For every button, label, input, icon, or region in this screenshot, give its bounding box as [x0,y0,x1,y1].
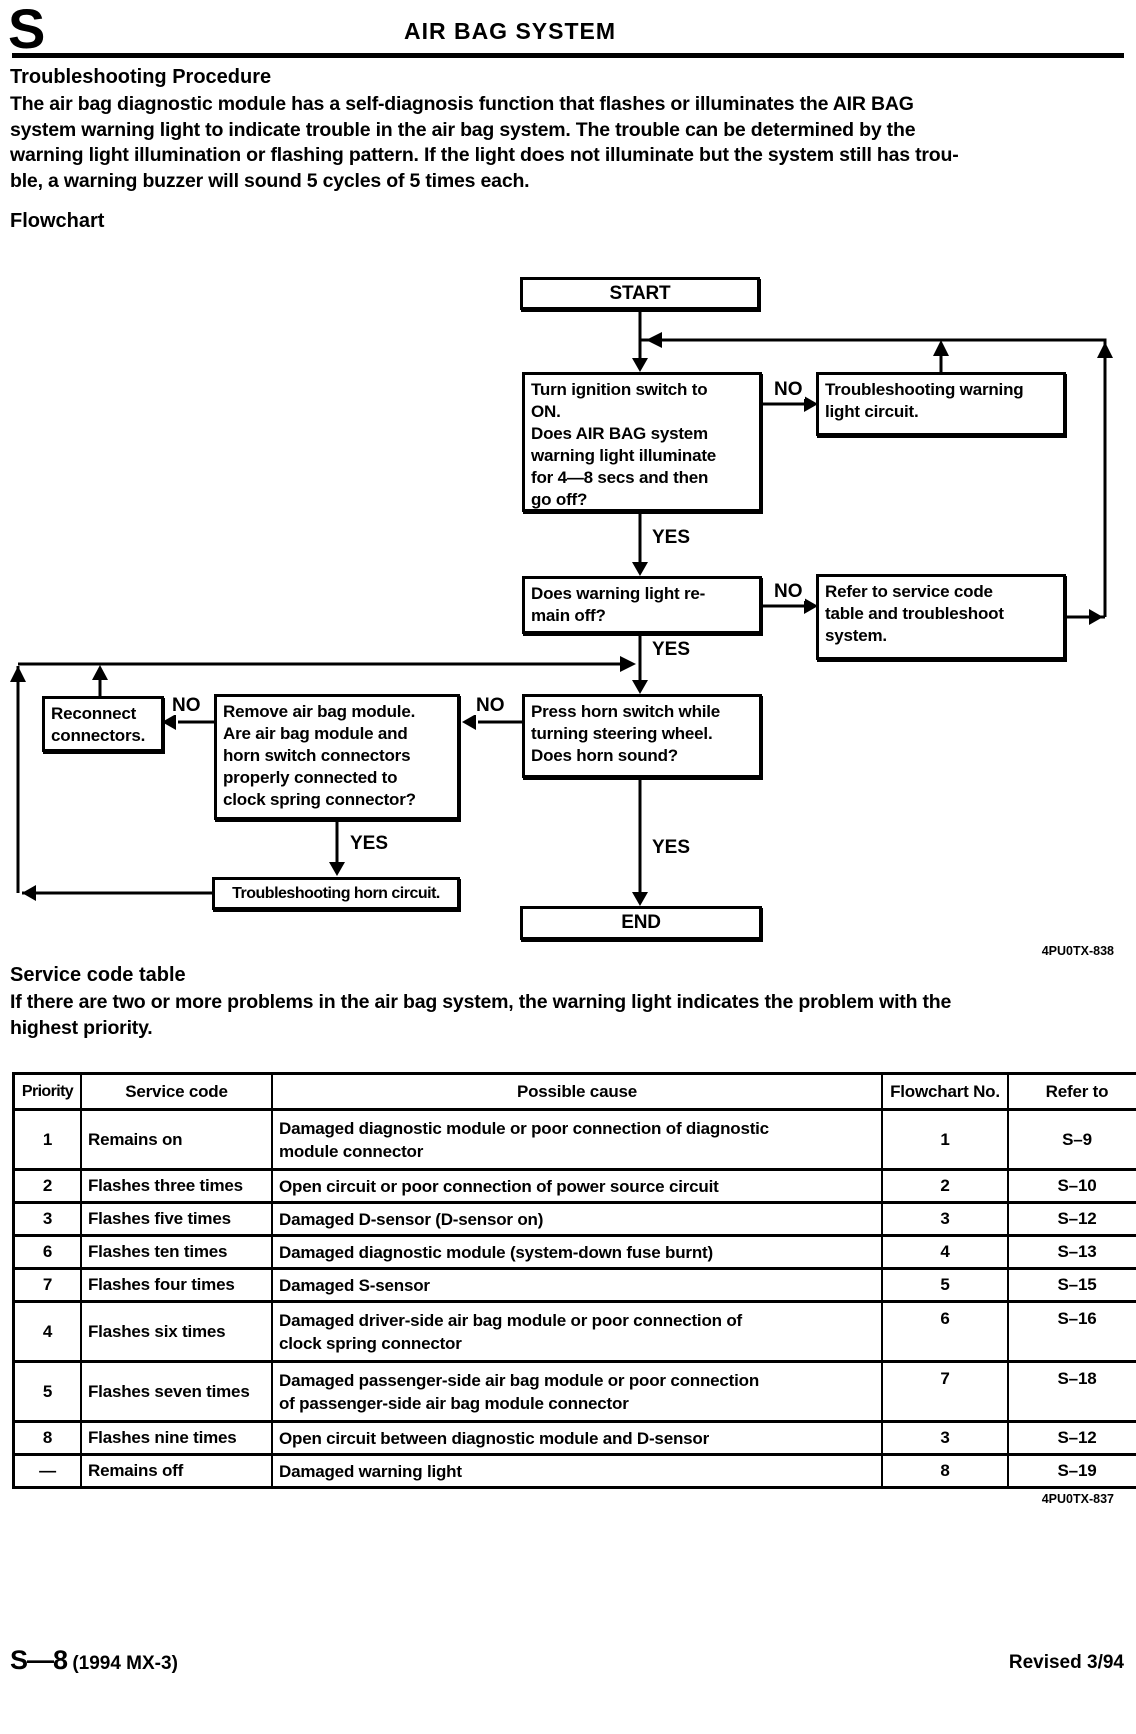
cell-priority: 8 [12,1420,82,1456]
table-figure-code: 4PU0TX-837 [1041,1492,1114,1506]
cell-service-code: Remains off [80,1453,273,1489]
column-header-service-code: Service code [80,1072,273,1111]
flowchart-node-ignition-question: Turn ignition switch to ON. Does AIR BAG… [522,372,762,512]
table-row: 5 Flashes seven times Damaged passenger-… [12,1360,1136,1423]
cell-service-code: Flashes three times [80,1168,273,1204]
flowchart-node-start: START [520,277,760,310]
cell-refer-to: S–15 [1007,1267,1136,1303]
flowchart-label-no-4: NO [170,695,203,716]
column-header-flowchart-no: Flowchart No. [881,1072,1009,1111]
cell-flowchart-no: 5 [881,1267,1009,1303]
cell-priority: 3 [12,1201,82,1237]
service-code-table: Priority Service code Possible cause Flo… [12,1072,1136,1489]
cell-refer-to: S–10 [1007,1168,1136,1204]
troubleshooting-body: The air bag diagnostic module has a self… [10,93,959,192]
column-header-possible-cause: Possible cause [271,1072,883,1111]
cell-priority: — [12,1453,82,1489]
cell-priority: 1 [12,1108,82,1171]
cell-service-code: Remains on [80,1108,273,1171]
cell-flowchart-no: 7 [881,1360,1009,1423]
flowchart-node-reconnect: Reconnect connectors. [42,696,164,752]
table-row: 4 Flashes six times Damaged driver-side … [12,1300,1136,1363]
flowchart-label-yes-1: YES [650,527,693,548]
cell-priority: 5 [12,1360,82,1423]
footer-model: (1994 MX-3) [72,1653,178,1674]
cell-possible-cause: Damaged warning light [271,1453,883,1489]
cell-possible-cause: Open circuit between diagnostic module a… [271,1420,883,1456]
cell-possible-cause: Damaged diagnostic module (system-down f… [271,1234,883,1270]
cell-flowchart-no: 4 [881,1234,1009,1270]
table-row: 6 Flashes ten times Damaged diagnostic m… [12,1234,1136,1270]
cell-possible-cause: Damaged driver-side air bag module or po… [271,1300,883,1363]
flowchart-node-warning-light-circuit: Troubleshooting warning light circuit. [816,372,1066,436]
flowchart-label-yes-2: YES [650,639,693,660]
cell-refer-to: S–12 [1007,1420,1136,1456]
cell-refer-to: S–16 [1007,1300,1136,1363]
column-header-refer-to: Refer to [1007,1072,1136,1111]
page-title: AIR BAG SYSTEM [403,18,617,44]
cell-refer-to: S–18 [1007,1360,1136,1423]
table-row: 8 Flashes nine times Open circuit betwee… [12,1420,1136,1456]
flowchart-node-horn-question: Press horn switch while turning steering… [522,694,762,778]
cell-flowchart-no: 6 [881,1300,1009,1363]
flowchart-label-yes-4: YES [348,833,391,854]
cell-priority: 6 [12,1234,82,1270]
flowchart-node-end: END [520,906,762,940]
section-letter: S [8,0,45,60]
table-row: 7 Flashes four times Damaged S-sensor 5 … [12,1267,1136,1303]
flowchart-connectors [10,310,1113,906]
service-code-table-intro: If there are two or more problems in the… [10,991,952,1039]
flowchart-figure-code: 4PU0TX-838 [1041,944,1114,958]
flowchart-node-refer-service-code: Refer to service code table and troubles… [816,574,1066,660]
cell-flowchart-no: 2 [881,1168,1009,1204]
cell-priority: 4 [12,1300,82,1363]
table-row: 2 Flashes three times Open circuit or po… [12,1168,1136,1204]
flowchart-heading: Flowchart [10,210,105,232]
cell-priority: 2 [12,1168,82,1204]
cell-priority: 7 [12,1267,82,1303]
cell-service-code: Flashes seven times [80,1360,273,1423]
cell-refer-to: S–19 [1007,1453,1136,1489]
flowchart-node-remain-off-question: Does warning light re- main off? [522,576,762,634]
troubleshooting-heading: Troubleshooting Procedure [10,66,272,88]
flowchart-node-horn-circuit: Troubleshooting horn circuit. [212,877,460,910]
cell-service-code: Flashes nine times [80,1420,273,1456]
service-code-table-heading: Service code table [10,964,186,986]
cell-possible-cause: Damaged passenger-side air bag module or… [271,1360,883,1423]
cell-service-code: Flashes five times [80,1201,273,1237]
footer-page-number: S—8 (1994 MX-3) [10,1645,178,1676]
flowchart-label-no-2: NO [772,581,805,602]
table-header-row: Priority Service code Possible cause Flo… [12,1072,1136,1111]
cell-service-code: Flashes six times [80,1300,273,1363]
connector-lines [16,310,1107,895]
cell-possible-cause: Open circuit or poor connection of power… [271,1168,883,1204]
cell-possible-cause: Damaged D-sensor (D-sensor on) [271,1201,883,1237]
cell-flowchart-no: 3 [881,1201,1009,1237]
cell-possible-cause: Damaged diagnostic module or poor connec… [271,1108,883,1171]
cell-flowchart-no: 3 [881,1420,1009,1456]
cell-service-code: Flashes ten times [80,1234,273,1270]
flowchart-label-no-3: NO [474,695,507,716]
flowchart-label-no-1: NO [772,379,805,400]
cell-flowchart-no: 1 [881,1108,1009,1171]
cell-possible-cause: Damaged S-sensor [271,1267,883,1303]
column-header-priority: Priority [12,1072,82,1111]
cell-refer-to: S–13 [1007,1234,1136,1270]
footer-revision: Revised 3/94 [1008,1652,1124,1673]
table-row: 3 Flashes five times Damaged D-sensor (D… [12,1201,1136,1237]
cell-flowchart-no: 8 [881,1453,1009,1489]
flowchart-diagram: START Turn ignition switch to ON. Does A… [0,240,1136,980]
table-row: — Remains off Damaged warning light 8 S–… [12,1453,1136,1489]
footer-page-code: S—8 [10,1645,68,1675]
header-rule [12,53,1124,58]
table-row: 1 Remains on Damaged diagnostic module o… [12,1108,1136,1171]
cell-refer-to: S–12 [1007,1201,1136,1237]
flowchart-label-yes-3: YES [650,837,693,858]
cell-refer-to: S–9 [1007,1108,1136,1171]
cell-service-code: Flashes four times [80,1267,273,1303]
flowchart-node-module-question: Remove air bag module. Are air bag modul… [214,694,460,820]
